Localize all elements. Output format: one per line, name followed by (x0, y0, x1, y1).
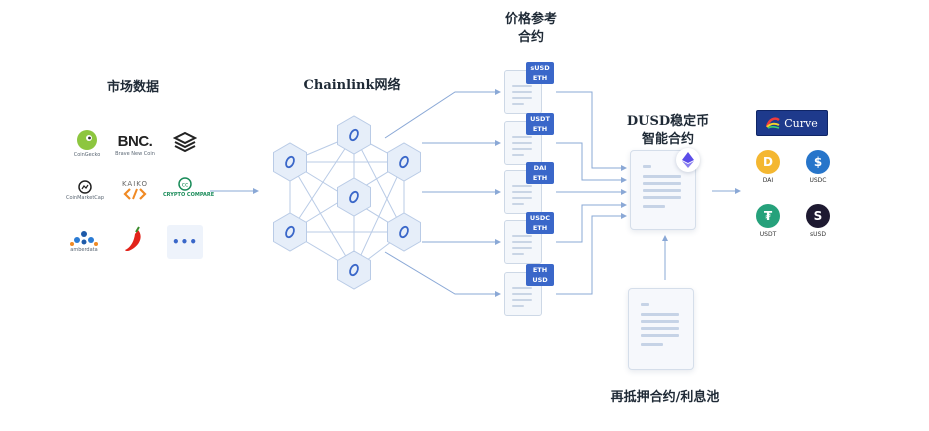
pair-base: DAI (533, 164, 547, 172)
pair-quote: ETH (532, 224, 548, 232)
chainlink-node (387, 142, 421, 182)
usdt-icon: ₮ (756, 204, 780, 228)
chainlink-node (337, 177, 371, 217)
source-name: amberdata (70, 247, 98, 253)
coin-name: USDC (809, 177, 827, 184)
curve-logo-icon (766, 117, 780, 129)
market-data-title: 市场数据 (106, 80, 159, 95)
ethereum-icon (682, 152, 694, 168)
pair-base: USDT (530, 115, 550, 123)
cryptocompare-icon: cc (178, 177, 192, 191)
source-stack (163, 131, 207, 153)
source-bnc: BNC. Brave New Coin (110, 133, 160, 157)
pair-quote: ETH (532, 125, 548, 133)
svg-text:cc: cc (182, 182, 189, 189)
chainlink-link-icon (285, 155, 295, 169)
price-pair-badge: USDT ETH (526, 113, 554, 135)
price-reference-title-2: 合约 (517, 30, 544, 45)
chainlink-link-icon (285, 225, 295, 239)
price-reference-title-1: 价格参考 (504, 12, 557, 27)
stack-layers-icon (173, 131, 197, 153)
coin-usdt: ₮ USDT (752, 204, 784, 238)
source-name: CRYPTO COMPARE (163, 192, 215, 198)
chainlink-node (337, 250, 371, 290)
pair-quote: USD (532, 276, 548, 284)
pair-base: USDC (529, 214, 551, 222)
coin-usdc: $ USDC (802, 150, 834, 184)
dusd-contract-title-1: DUSD稳定币 (626, 114, 710, 129)
coin-name: DAI (762, 177, 774, 184)
pair-quote: ETH (532, 174, 548, 182)
curve-badge[interactable]: Curve (756, 110, 828, 136)
price-pair-badge: sUSD ETH (526, 62, 554, 84)
curve-label: Curve (784, 116, 818, 130)
pair-base: ETH (532, 266, 548, 274)
coinmarketcap-icon (78, 180, 92, 194)
chainlink-node (337, 115, 371, 155)
coingecko-icon (77, 130, 97, 150)
collateral-pool-document (628, 288, 694, 370)
chainlink-link-icon (349, 263, 359, 277)
more-icon: ••• (171, 235, 198, 249)
source-amberdata: amberdata (62, 230, 106, 253)
kaiko-logo: KAIKO (121, 180, 149, 188)
ethereum-badge (676, 148, 700, 172)
chainlink-link-icon (349, 128, 359, 142)
source-kaiko: KAIKO (113, 180, 157, 200)
susd-icon: S (806, 204, 830, 228)
chainlink-link-icon (399, 225, 409, 239)
chainlink-link-icon (399, 155, 409, 169)
kaiko-arrows-icon (123, 188, 147, 200)
usdc-icon: $ (806, 150, 830, 174)
pair-quote: ETH (532, 74, 548, 82)
chainlink-node (273, 142, 307, 182)
more-sources-button[interactable]: ••• (167, 225, 203, 259)
source-coinmarketcap: CoinMarketCap (60, 180, 110, 201)
source-cryptocompare: cc CRYPTO COMPARE (163, 177, 215, 198)
bnc-logo: BNC. (117, 133, 153, 150)
source-name: CoinMarketCap (65, 195, 105, 201)
source-name: CoinGecko (73, 152, 101, 158)
amberdata-icon (70, 231, 98, 246)
network-output-arrows (384, 89, 501, 297)
contract-to-dusd-arrows (556, 91, 627, 295)
price-pair-badge: ETH USD (526, 264, 554, 286)
coin-name: USDT (759, 231, 777, 238)
pair-base: sUSD (530, 64, 550, 72)
collateral-pool-title: 再抵押合约/利息池 (610, 390, 720, 405)
source-chili (112, 226, 156, 254)
chainlink-link-icon (349, 190, 359, 204)
coin-name: sUSD (810, 231, 826, 238)
price-pair-badge: USDC ETH (526, 212, 554, 234)
price-pair-badge: DAI ETH (526, 162, 554, 184)
chainlink-node (273, 212, 307, 252)
dusd-contract-title-2: 智能合约 (641, 132, 694, 147)
source-coingecko: CoinGecko (65, 129, 109, 158)
network-title: Chainlink网络 (303, 78, 401, 93)
chainlink-node (387, 212, 421, 252)
chainlink-nodes (273, 115, 421, 290)
chili-pepper-icon (125, 226, 141, 252)
source-subname: Brave New Coin (115, 151, 155, 157)
coin-dai: D DAI (752, 150, 784, 184)
dai-icon: D (756, 150, 780, 174)
